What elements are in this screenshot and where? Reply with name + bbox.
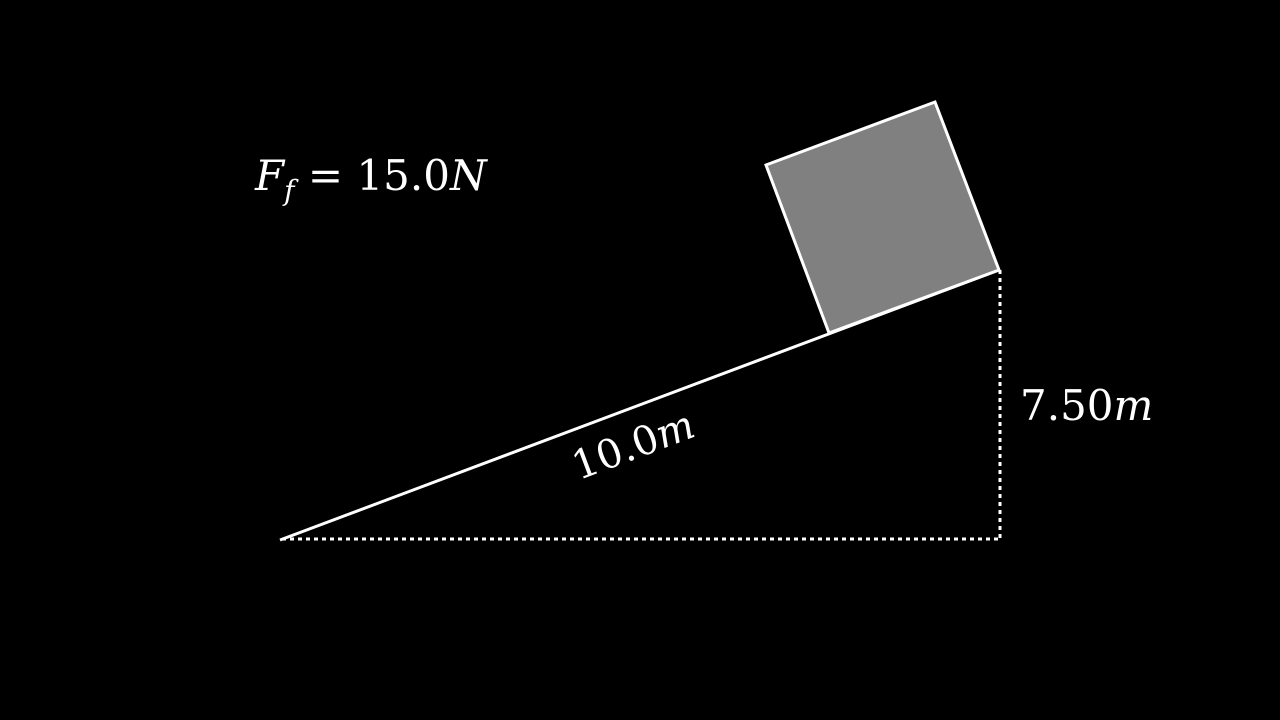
sliding-block (764, 100, 1001, 335)
height-length-label: 7.50m (1020, 381, 1153, 430)
friction-unit: N (449, 151, 488, 200)
friction-force-label: Ff = 15.0N (254, 151, 488, 207)
height-value: 7.50 (1020, 381, 1114, 430)
height-unit: m (1114, 381, 1154, 430)
friction-equals: = (295, 151, 357, 200)
friction-symbol: F (254, 151, 286, 200)
friction-value: 15.0 (356, 151, 450, 200)
